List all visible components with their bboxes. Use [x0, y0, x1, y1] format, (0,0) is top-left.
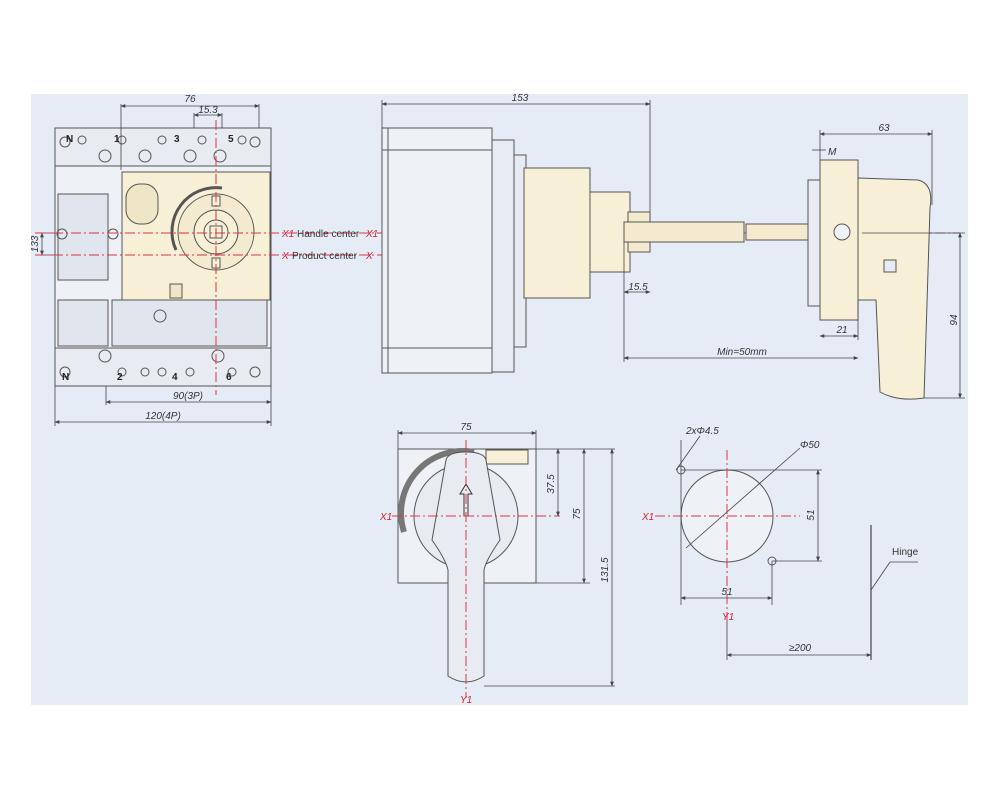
product-center-mark-right: X — [365, 251, 373, 262]
cutout-center-lines — [655, 450, 800, 620]
dim-min-50: Min=50mm — [717, 347, 767, 358]
cutout-dimension-lines — [680, 469, 872, 657]
pole-bottom-2: 2 — [117, 372, 123, 383]
pole-bottom-6: 6 — [226, 372, 232, 383]
dim-120-4p: 120(4P) — [145, 411, 181, 422]
handle-dimension-lines — [397, 431, 614, 687]
dim-90-3p: 90(3P) — [173, 391, 203, 402]
handle-center-label: Handle center — [297, 229, 360, 240]
cutout-mark-y1: Y1 — [722, 612, 734, 623]
side-view — [381, 100, 965, 400]
dim-133: 133 — [30, 235, 41, 252]
side-dimension-lines — [381, 102, 962, 399]
handle-mark-x1: X1 — [379, 512, 392, 523]
cutout-view — [675, 435, 918, 660]
product-center-label: Product center — [292, 251, 358, 262]
handle-mark-y1: Y1 — [460, 695, 472, 706]
pole-top-3: 3 — [174, 134, 180, 145]
dim-131-5: 131.5 — [600, 557, 611, 582]
dim-phi-50: Φ50 — [800, 440, 820, 451]
pole-bottom-4: 4 — [172, 372, 178, 383]
dim-2x-phi-4-5: 2xΦ4.5 — [685, 426, 719, 437]
handle-center-lines — [392, 440, 560, 698]
dim-21: 21 — [835, 325, 847, 336]
dim-37-5: 37.5 — [546, 474, 557, 494]
dim-15-3: 15.3 — [198, 105, 218, 116]
pole-labels: N 1 3 5 N 2 4 6 — [62, 134, 234, 383]
pole-top-1: 1 — [114, 134, 120, 145]
dim-75-height: 75 — [572, 508, 583, 520]
dim-min-200: ≥200 — [789, 643, 812, 654]
dim-51-horizontal: 51 — [721, 587, 732, 598]
dim-63: 63 — [878, 123, 890, 134]
cutout-mark-x1: X1 — [641, 512, 654, 523]
dim-15-5: 15.5 — [628, 282, 648, 293]
dim-m: M — [828, 147, 837, 158]
handle-view — [397, 430, 615, 687]
pole-top-5: 5 — [228, 134, 234, 145]
dim-76: 76 — [184, 94, 196, 105]
dim-51-vertical: 51 — [806, 509, 817, 520]
front-view — [54, 104, 272, 426]
dim-153: 153 — [512, 93, 529, 104]
product-center-mark: X — [281, 251, 289, 262]
pole-top-n: N — [66, 134, 73, 145]
pole-bottom-n: N — [62, 372, 69, 383]
hinge-label: Hinge — [892, 547, 919, 558]
handle-center-mark: X1 — [281, 229, 294, 240]
dim-75-width: 75 — [460, 422, 472, 433]
handle-center-mark-right: X1 — [365, 229, 378, 240]
dim-94: 94 — [949, 314, 960, 326]
